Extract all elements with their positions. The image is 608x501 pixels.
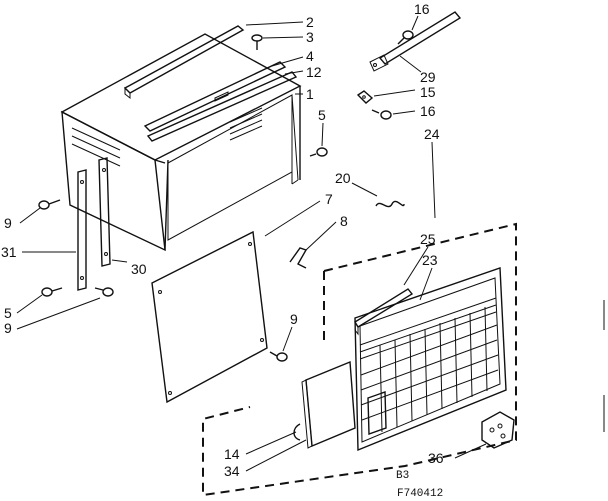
callout-1: 1 — [306, 86, 314, 102]
callout-4: 4 — [306, 48, 314, 64]
bracket-15 — [356, 90, 374, 104]
callout-15: 15 — [420, 84, 436, 100]
callout-8: 8 — [340, 213, 348, 229]
callout-20: 20 — [335, 170, 351, 186]
callout-12: 12 — [306, 64, 322, 80]
screw-5-lower — [41, 287, 63, 297]
screw-16-top — [397, 30, 414, 45]
callout-3: 3 — [306, 29, 314, 45]
leader-lines — [16, 15, 487, 472]
callout-16-top: 16 — [414, 1, 430, 17]
callout-9-lower: 9 — [4, 320, 12, 336]
callout-30: 30 — [131, 261, 147, 277]
callout-9-left: 9 — [4, 215, 12, 231]
side-bracket-31 — [77, 169, 87, 291]
knob-36 — [481, 411, 515, 449]
callout-29: 29 — [420, 69, 436, 85]
screw-9-left — [38, 199, 61, 210]
callout-36: 36 — [428, 450, 444, 466]
mark-code: B3 — [396, 470, 409, 482]
panel-7 — [151, 230, 268, 404]
callout-31: 31 — [1, 244, 17, 260]
strip-25 — [354, 288, 414, 336]
callout-25: 25 — [420, 231, 436, 247]
grille-23 — [354, 267, 507, 452]
spring-20 — [375, 200, 405, 208]
side-bracket-30 — [98, 157, 111, 267]
callout-5-upper: 5 — [318, 107, 326, 123]
screw-5-upper — [309, 147, 328, 157]
cabinet — [60, 33, 302, 252]
callout-2: 2 — [306, 14, 314, 30]
screw-9-panel — [269, 351, 288, 362]
filter-34 — [301, 360, 356, 449]
rail-12 — [146, 71, 298, 142]
front-assembly-outline — [202, 222, 517, 497]
callout-34: 34 — [224, 463, 240, 479]
callout-14: 14 — [224, 446, 240, 462]
bracket-29 — [369, 11, 462, 72]
callout-16-mid: 16 — [420, 103, 436, 119]
screw-3 — [251, 34, 263, 50]
callout-23: 23 — [422, 252, 438, 268]
callout-9-panel: 9 — [290, 311, 298, 327]
clip-8 — [289, 247, 308, 269]
rail-4 — [143, 61, 287, 132]
callout-7: 7 — [325, 191, 333, 207]
callout-5-lower: 5 — [4, 305, 12, 321]
screw-9-lower — [94, 287, 114, 297]
figure-number: F740412 — [397, 488, 443, 500]
callout-24: 24 — [424, 126, 440, 142]
screw-16-mid — [371, 109, 392, 120]
top-rail-2 — [123, 25, 245, 100]
